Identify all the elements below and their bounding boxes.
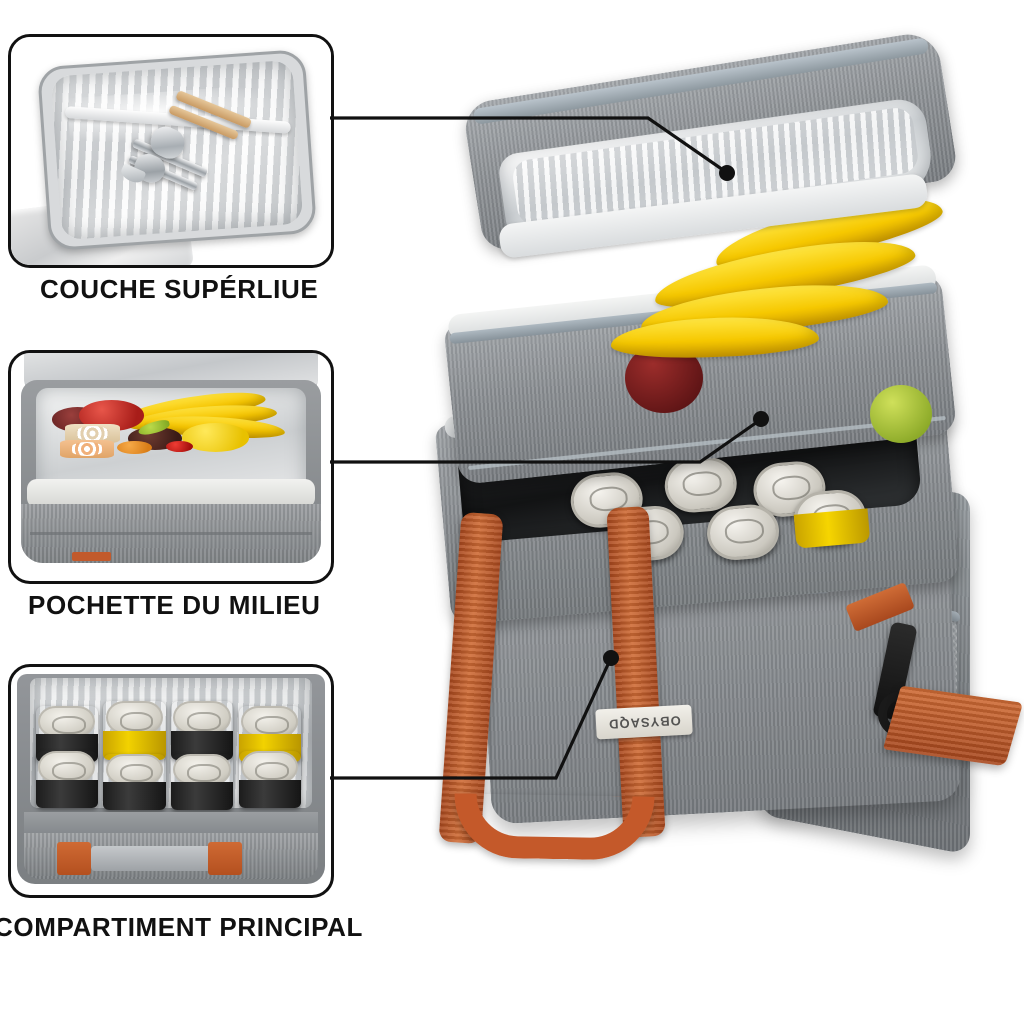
can-icon [35,751,98,809]
swirl-cake-icon [59,439,115,458]
apricot-icon [116,440,153,455]
product-illustration: OBYSAQD [430,29,1024,915]
top-layer-body [36,48,318,251]
fabric-band [23,812,319,838]
middle-pocket-body [20,380,322,563]
thumbnail-middle-pocket-image [11,353,331,581]
can-icon [238,751,301,809]
carry-handle-loop [453,793,655,861]
can-icon [103,701,166,761]
brand-tag: OBYSAQD [595,704,693,740]
cherry-icon [165,440,193,453]
thumbnail-middle-pocket[interactable] [8,350,334,584]
orange-handle-strap [57,841,92,876]
orange-handle-strap [207,841,242,876]
pocket-rim [26,478,316,509]
thumbnail-main-compartment-image [11,667,331,895]
banana-icon [610,314,820,361]
lime-icon [870,385,932,443]
seam-line [29,531,313,535]
main-compartment-body [17,673,325,884]
lemon-icon [181,422,250,453]
swirl-cake-icon [65,423,120,444]
can-icon [170,753,234,811]
can-grid [35,699,306,811]
callout-label-top-layer: COUCHE SUPÉRLIUE [40,274,319,304]
callout-label-middle-pocket: POCHETTE DU MILIEU [28,590,321,620]
orange-strap-loop [71,551,111,561]
can-icon [170,701,234,761]
yellow-can-body [793,508,871,549]
brand-tag-text: OBYSAQD [607,712,681,732]
callout-label-main-compartment: COMPARTIMENT PRINCIPAL [0,912,363,942]
can-icon [704,502,781,563]
thumbnail-top-layer-image [11,37,331,265]
thumbnail-top-layer[interactable] [8,34,334,268]
grip-panel [91,845,214,871]
thumbnail-main-compartment[interactable] [8,664,334,898]
can-icon [103,753,166,811]
